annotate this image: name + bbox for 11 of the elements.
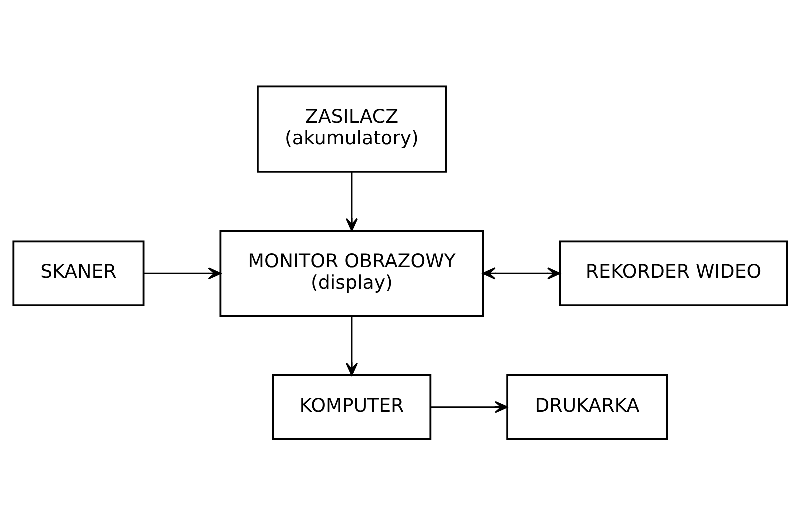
arrow	[144, 267, 222, 280]
node-box: ZASILACZ (akumulatory)	[257, 85, 447, 172]
node-box: REKORDER WIDEO	[559, 240, 788, 306]
node-box: DRUKARKA	[506, 374, 668, 440]
arrow	[482, 267, 561, 280]
arrow	[346, 171, 358, 231]
node-box: KOMPUTER	[272, 374, 432, 440]
arrow	[346, 316, 358, 376]
node-box: SKANER	[12, 240, 145, 306]
arrow	[431, 400, 508, 413]
node-box: MONITOR OBRAZOWY (display)	[220, 230, 484, 317]
